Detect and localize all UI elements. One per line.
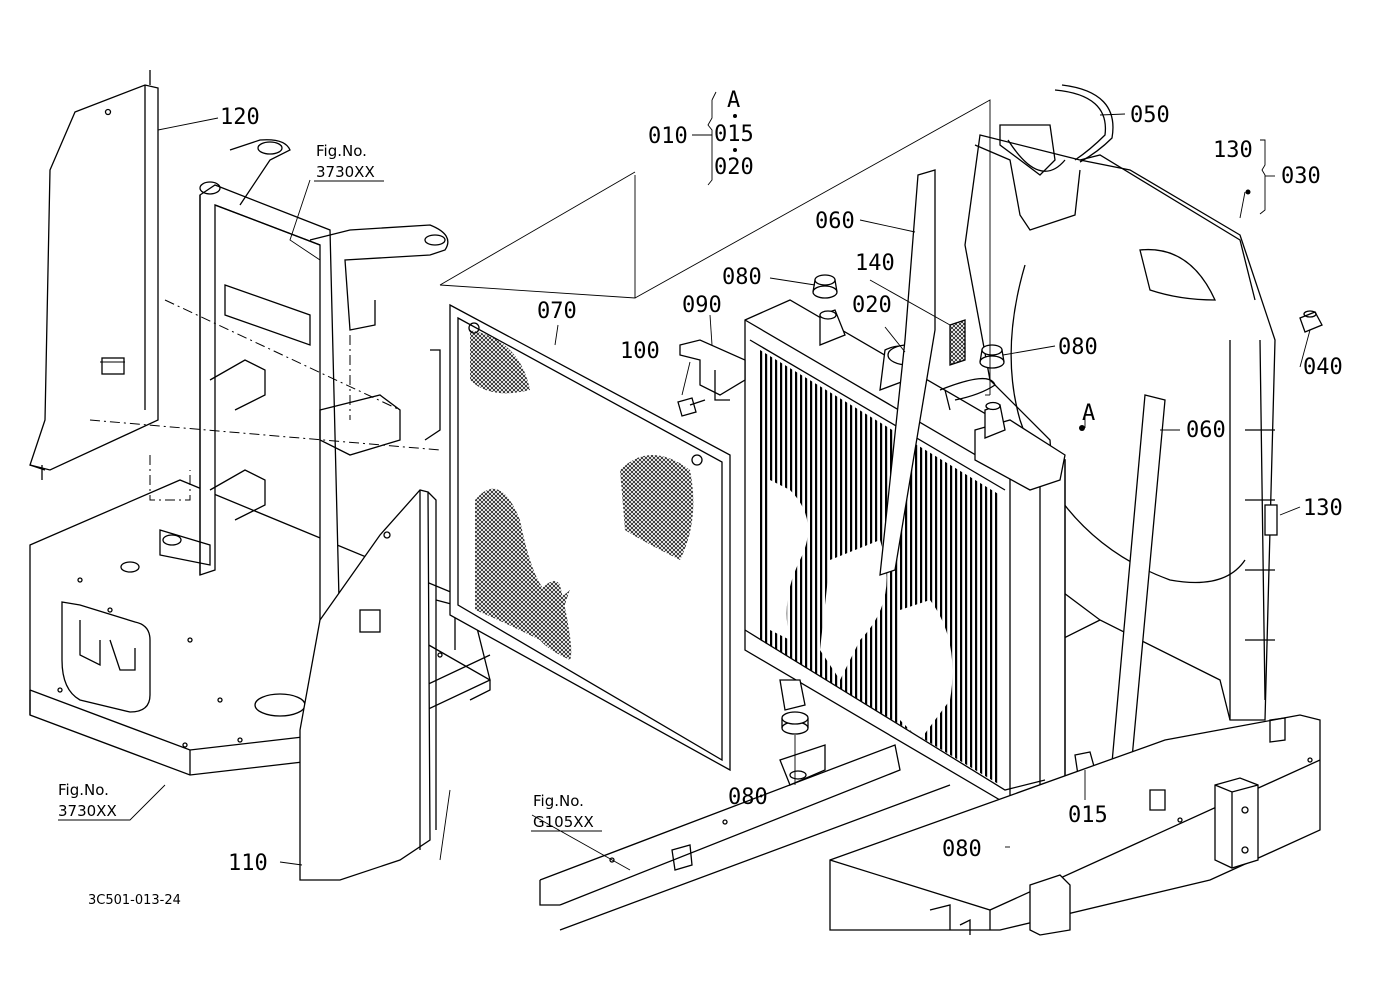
callout-070: 070 — [537, 299, 577, 324]
cushion-080-bottom-left — [781, 711, 809, 735]
callout-130-side: 130 — [1303, 496, 1343, 521]
callout-080-bottom-left: 080 — [728, 785, 768, 810]
plug-040 — [1299, 310, 1323, 333]
callout-060-right: 060 — [1186, 418, 1226, 443]
leader-lines — [58, 91, 1311, 871]
callout-140: 140 — [855, 251, 895, 276]
figref-label-3: Fig.No. — [533, 792, 584, 810]
cushion-080-top-right — [979, 344, 1005, 369]
screen-070 — [449, 303, 731, 772]
figref-number-1: 3730XX — [316, 163, 375, 181]
callout-120: 120 — [220, 105, 260, 130]
callout-080-top-right: 080 — [1058, 335, 1098, 360]
group-main-010: 010 — [648, 124, 688, 149]
frame-stand — [89, 139, 449, 646]
callout-040: 040 — [1303, 355, 1343, 380]
label-plate-140 — [949, 319, 966, 366]
callout-020: 020 — [852, 293, 892, 318]
fan-shroud — [964, 124, 1278, 721]
clamp-050 — [1054, 84, 1114, 163]
callout-090: 090 — [682, 293, 722, 318]
group-letter-a: A — [727, 88, 740, 113]
cushion-080-top-left — [812, 274, 838, 299]
figref-label-1: Fig.No. — [316, 142, 367, 160]
callout-050: 050 — [1130, 103, 1170, 128]
chassis-frame — [539, 714, 1321, 936]
callout-080-top-left: 080 — [722, 265, 762, 290]
callout-015: 015 — [1068, 803, 1108, 828]
callout-130-top: 130 — [1213, 138, 1253, 163]
drawing-code: 3C501-013-24 — [88, 893, 181, 908]
callout-080-bottom-right: 080 — [942, 837, 982, 862]
rubber-strip-060-left — [879, 169, 936, 576]
bracket-090 — [679, 339, 746, 401]
figref-number-3: G105XX — [533, 813, 594, 831]
figref-number-2: 3730XX — [58, 802, 117, 820]
side-panel-110 — [299, 489, 456, 881]
callout-110: 110 — [228, 851, 268, 876]
callout-030: 030 — [1281, 164, 1321, 189]
callout-100: 100 — [620, 339, 660, 364]
figref-label-2: Fig.No. — [58, 781, 109, 799]
bolt-100 — [677, 397, 706, 417]
group-sub-015: 015 — [714, 122, 754, 147]
group-sub-020: 020 — [714, 155, 754, 180]
radiator — [744, 299, 1096, 821]
side-panel-120 — [29, 70, 159, 480]
callout-060-left: 060 — [815, 209, 855, 234]
marker-a: A — [1082, 401, 1095, 426]
